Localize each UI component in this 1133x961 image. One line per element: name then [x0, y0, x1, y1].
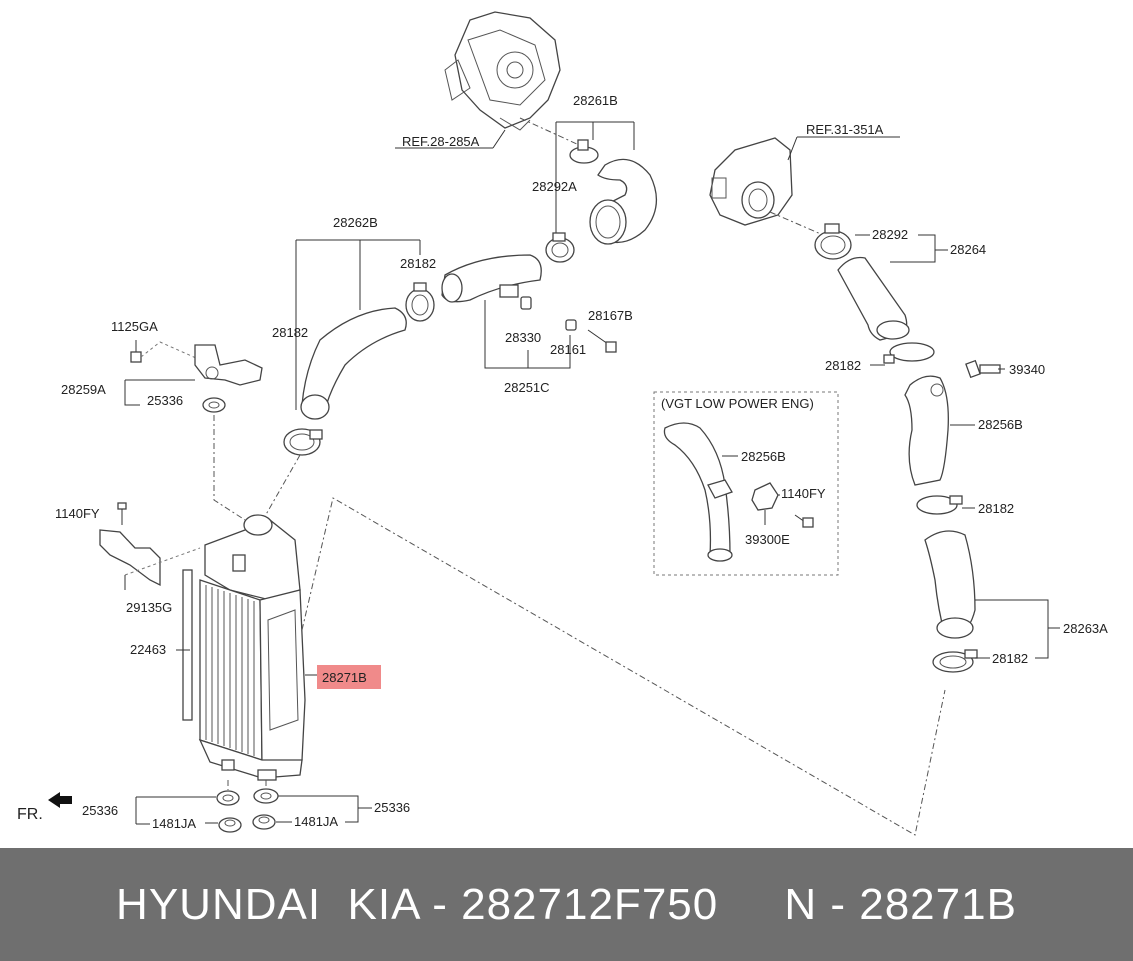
p1140fy-a-label: 1140FY [781, 486, 826, 501]
grommet-a-centerline [213, 415, 246, 521]
p28259a-leader [124, 379, 195, 406]
p39300e-label: 39300E [745, 532, 790, 547]
part-number-caption: HYUNDAI KIA - 282712F750 N - 28271B [116, 880, 1017, 929]
parts-diagram-svg: REF.28-285A 28261B 28292A 28262B 28182 2 [17, 11, 1108, 836]
hose-28262b-centerline [259, 454, 301, 526]
p29135g-label: 29135G [126, 600, 172, 615]
p1140fy-b-label: 1140FY [55, 506, 100, 521]
throttle-body-drawing [709, 137, 793, 226]
parts-diagram: REF.28-285A 28261B 28292A 28262B 28182 2 [17, 11, 1108, 836]
p25336-b-label: 25336 [82, 803, 118, 818]
p28256b-b-label: 28256B [741, 449, 786, 464]
p28292a-label: 28292A [532, 179, 577, 194]
vgt-title: (VGT LOW POWER ENG) [661, 396, 814, 411]
bolt-28167b [587, 329, 617, 353]
hose-clamp-28182-d [916, 495, 963, 515]
turbocharger-drawing [444, 11, 561, 131]
vgt-inset-box [653, 391, 839, 576]
hose-28263a-drawing [924, 530, 976, 639]
p28161-label: 28161 [550, 342, 586, 357]
p28330-label: 28330 [505, 330, 541, 345]
p28263a-label: 28263A [1063, 621, 1108, 636]
p28262b-leader [295, 239, 421, 410]
fr-label: FR. [17, 806, 43, 823]
p28251c-label: 28251C [504, 380, 550, 395]
p1125ga-label: 1125GA [111, 319, 158, 334]
grommet-25336-c [253, 788, 279, 804]
grommet-centerlines [227, 780, 267, 790]
p28259a-label: 28259A [61, 382, 106, 397]
p28261b-leader [555, 121, 635, 240]
hose-clamp-28182-b [283, 428, 323, 456]
fitting-28161 [565, 319, 577, 331]
p28167b-label: 28167B [588, 308, 633, 323]
throttle-centerline [769, 211, 831, 239]
hose-clamp-28292a [545, 232, 575, 263]
ref-31-351a-label: REF.31-351A [806, 122, 884, 137]
front-arrow-icon [48, 792, 72, 808]
cap-1481ja-b [252, 814, 276, 830]
p25336-c-leader [278, 795, 372, 823]
hose-28264-drawing [837, 256, 910, 341]
p28256b-a-label: 28256B [978, 417, 1023, 432]
fitting-28330 [520, 296, 532, 310]
ref-28-285a-label: REF.28-285A [402, 134, 480, 149]
p28251c-leader [484, 300, 571, 369]
sensor-39340 [965, 359, 1001, 379]
p25336-a-label: 25336 [147, 393, 183, 408]
grommet-25336-b [216, 790, 240, 806]
p28292-label: 28292 [872, 227, 908, 242]
hose-clamp-28182-a [405, 282, 435, 322]
hose-clamp-28182-e [932, 649, 978, 673]
grommet-25336-a [202, 397, 226, 413]
bolt-1140fy-a [794, 514, 814, 528]
p28182-d-label: 28182 [978, 501, 1014, 516]
bracket-28259a [194, 344, 263, 386]
hose-28261b-drawing [589, 158, 657, 245]
bracket-29135g-dash [124, 547, 201, 576]
p25336-b-leader [135, 796, 216, 825]
p28263a-leader [975, 599, 1060, 659]
hose-28256b-right [904, 375, 949, 486]
p28262b-label: 28262B [333, 215, 378, 230]
hose-clamp-28182-c [883, 342, 935, 364]
p1481ja-a-label: 1481JA [152, 816, 196, 831]
footer-bar: HYUNDAI KIA - 282712F750 N - 28271B [0, 848, 1133, 961]
p28271b-label: 28271B [322, 670, 367, 685]
air-guide-22463 [182, 569, 193, 721]
p28182-c-label: 28182 [825, 358, 861, 373]
ref-31-351a-arrow [787, 136, 798, 161]
p28261b-label: 28261B [573, 93, 618, 108]
bracket-29135g [99, 529, 161, 587]
intercooler-28271b [198, 514, 306, 781]
p39340-label: 39340 [1009, 362, 1045, 377]
cap-1481ja-a [218, 817, 242, 833]
p28182-a-label: 28182 [400, 256, 436, 271]
p28264-leader [855, 234, 948, 263]
p28271b-highlight [317, 665, 381, 689]
turbo-centerline [519, 117, 591, 151]
bolt-1125ga [130, 340, 142, 363]
hose-28256b-vgt [663, 422, 733, 562]
p28182-e-label: 28182 [992, 651, 1028, 666]
hose-28262b-drawing [300, 307, 407, 420]
p28264-label: 28264 [950, 242, 986, 257]
hose-clamp-28261b [569, 139, 599, 164]
sensor-39300e [751, 482, 779, 511]
p22463-label: 22463 [130, 642, 166, 657]
p1481ja-b-label: 1481JA [294, 814, 338, 829]
intercooler-centerline [301, 497, 946, 836]
bolt-1140fy-b [117, 502, 127, 525]
ref-28-285a-arrow [492, 129, 506, 149]
hose-clamp-28292 [814, 223, 852, 260]
p25336-c-label: 25336 [374, 800, 410, 815]
p28182-b-label: 28182 [272, 325, 308, 340]
intake-pipe-28251c [441, 254, 542, 303]
bolt-1125ga-dash [140, 341, 206, 363]
